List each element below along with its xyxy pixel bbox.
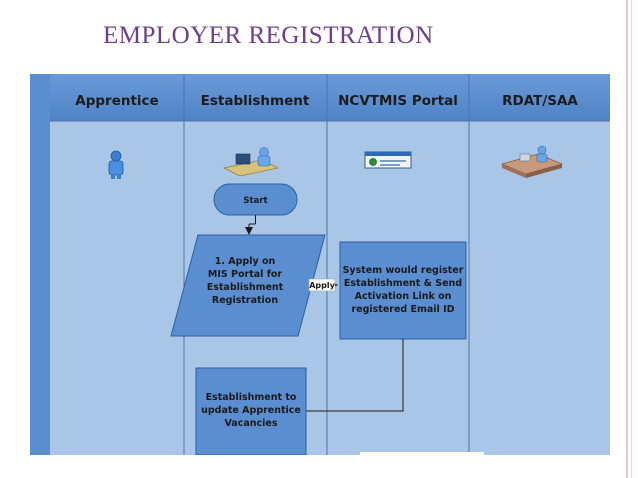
system-register-line-2: Establishment & Send — [344, 278, 462, 289]
apply-on-portal-line-4: Registration — [212, 295, 278, 306]
apply-connector-label: Apply — [309, 281, 335, 290]
apply-connector-label-box — [308, 278, 336, 292]
swimlane-diagram: Apprentice Establishment NCVTMIS Portal … — [30, 74, 610, 455]
web-portal-icon — [364, 151, 412, 169]
swimlane-canvas: Apprentice Establishment NCVTMIS Portal … — [30, 74, 610, 455]
lane-header-rdat-saa: RDAT/SAA — [502, 93, 578, 109]
system-register-node — [339, 241, 467, 340]
person-at-desk-icon — [222, 147, 280, 177]
page-title: EMPLOYER REGISTRATION — [103, 22, 434, 49]
office-desk-icon — [500, 145, 564, 178]
lane-header-band — [50, 74, 610, 121]
update-vacancies-node — [195, 367, 307, 455]
apply-on-portal-line-2: MIS Portal for — [208, 269, 282, 280]
update-vacancies-line-2: update Apprentice — [201, 405, 301, 416]
update-vacancies-line-1: Establishment to — [206, 392, 297, 403]
lane-header-establishment: Establishment — [201, 93, 310, 109]
start-label: Start — [243, 196, 267, 206]
apply-on-portal-line-3: Establishment — [207, 282, 284, 293]
slide-border — [626, 0, 628, 478]
system-register-line-4: registered Email ID — [351, 304, 454, 315]
lane-gutter — [30, 74, 50, 455]
apply-on-portal-line-1: 1. Apply on — [215, 256, 276, 267]
lane-header-apprentice: Apprentice — [75, 93, 158, 109]
system-register-line-1: System would register — [343, 265, 464, 276]
lane-header-ncvtmis-portal: NCVTMIS Portal — [338, 93, 458, 109]
update-vacancies-line-3: Vacancies — [224, 418, 277, 429]
slide-border-inner — [631, 0, 632, 478]
apply-on-portal-node — [170, 234, 326, 337]
bottom-clip-mark — [360, 452, 484, 455]
person-icon — [108, 150, 124, 179]
connector — [306, 339, 404, 412]
system-register-line-3: Activation Link on — [355, 291, 452, 302]
